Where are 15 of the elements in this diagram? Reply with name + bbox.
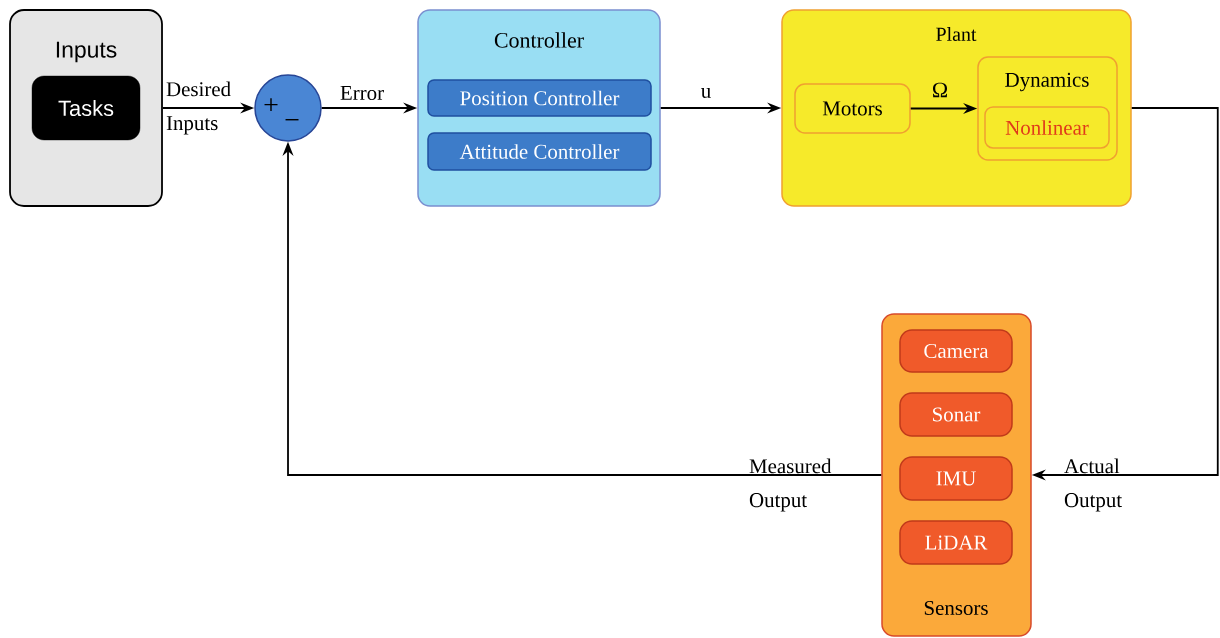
edge-label: u [699,87,713,99]
motor-box: Motors [794,83,911,134]
nonlinear-box: Nonlinear [984,106,1110,149]
edge-label: Desired Inputs [166,81,231,135]
controller-module-box: Position Controller [427,79,652,117]
edge-label: Actual Output [1064,458,1122,512]
task-box: Tasks [31,75,141,141]
summing-junction: + − [254,74,322,142]
sensor-box: IMU [899,456,1013,501]
sensor-box: Sonar [899,392,1013,437]
edge-label: Measured Output [749,458,832,512]
edge-label: Error [338,85,386,101]
sensor-box: Camera [899,329,1013,373]
sensor-box: LiDAR [899,520,1013,565]
controller-module-box: Attitude Controller [427,132,652,171]
